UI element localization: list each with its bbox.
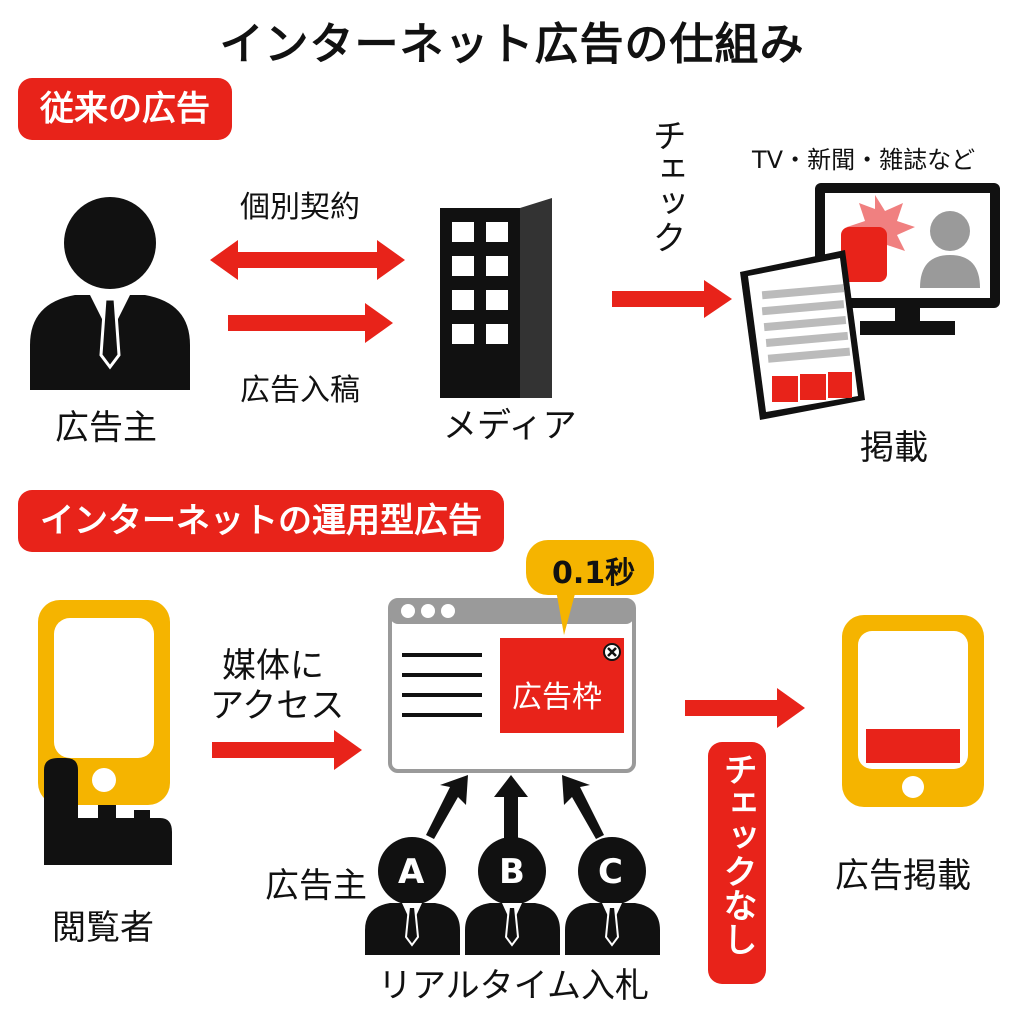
contract-label: 個別契約 [240, 190, 360, 225]
browser-window-icon [388, 598, 636, 773]
section-heading-traditional: 従来の広告 [18, 78, 232, 140]
check-label: チェック [646, 118, 686, 254]
right-arrow-icon [685, 688, 805, 728]
bidder-c-label: C [598, 852, 623, 892]
ad-slot-label: 広告枠 [512, 680, 602, 715]
ad-published-label: 広告掲載 [835, 856, 971, 896]
submission-label: 広告入稿 [240, 373, 360, 408]
bidder-person-icon-a [365, 837, 460, 955]
bidding-label: リアルタイム入札 [378, 966, 649, 1006]
tv-icon [815, 183, 1000, 335]
double-arrow-icon [210, 240, 405, 280]
smartphone-ad-icon [842, 615, 984, 807]
building-icon [440, 198, 552, 398]
bid-arrows-icon [426, 775, 604, 840]
section-heading-internet: インターネットの運用型広告 [18, 490, 504, 552]
media-types-label: TV・新聞・雑誌など [752, 146, 976, 174]
bidder-advertiser-label: 広告主 [265, 866, 367, 906]
no-check-label: チェックなし [717, 752, 757, 956]
right-arrow-icon [212, 730, 362, 770]
advertiser-person-icon [30, 197, 190, 390]
time-label: 0.1秒 [552, 556, 636, 591]
close-icon [603, 643, 621, 661]
smartphone-hand-icon [38, 600, 172, 865]
published-label: 掲載 [860, 428, 928, 468]
no-check-badge [708, 742, 766, 984]
access-label-line1: 媒体に [222, 646, 324, 686]
viewer-label: 閲覧者 [52, 908, 154, 948]
bidder-b-label: B [499, 852, 525, 892]
advertiser-label: 広告主 [55, 408, 157, 448]
media-label: メディア [443, 406, 577, 446]
bidder-a-label: A [398, 852, 425, 892]
speech-bubble-icon [526, 540, 654, 635]
access-label-line2: アクセス [210, 686, 345, 726]
right-arrow-icon [612, 280, 732, 318]
bidder-person-icon-b [465, 837, 560, 955]
page-title: インターネット広告の仕組み [219, 19, 805, 70]
newspaper-icon [740, 250, 865, 420]
right-arrow-icon [228, 303, 393, 343]
bidder-person-icon-c [565, 837, 660, 955]
